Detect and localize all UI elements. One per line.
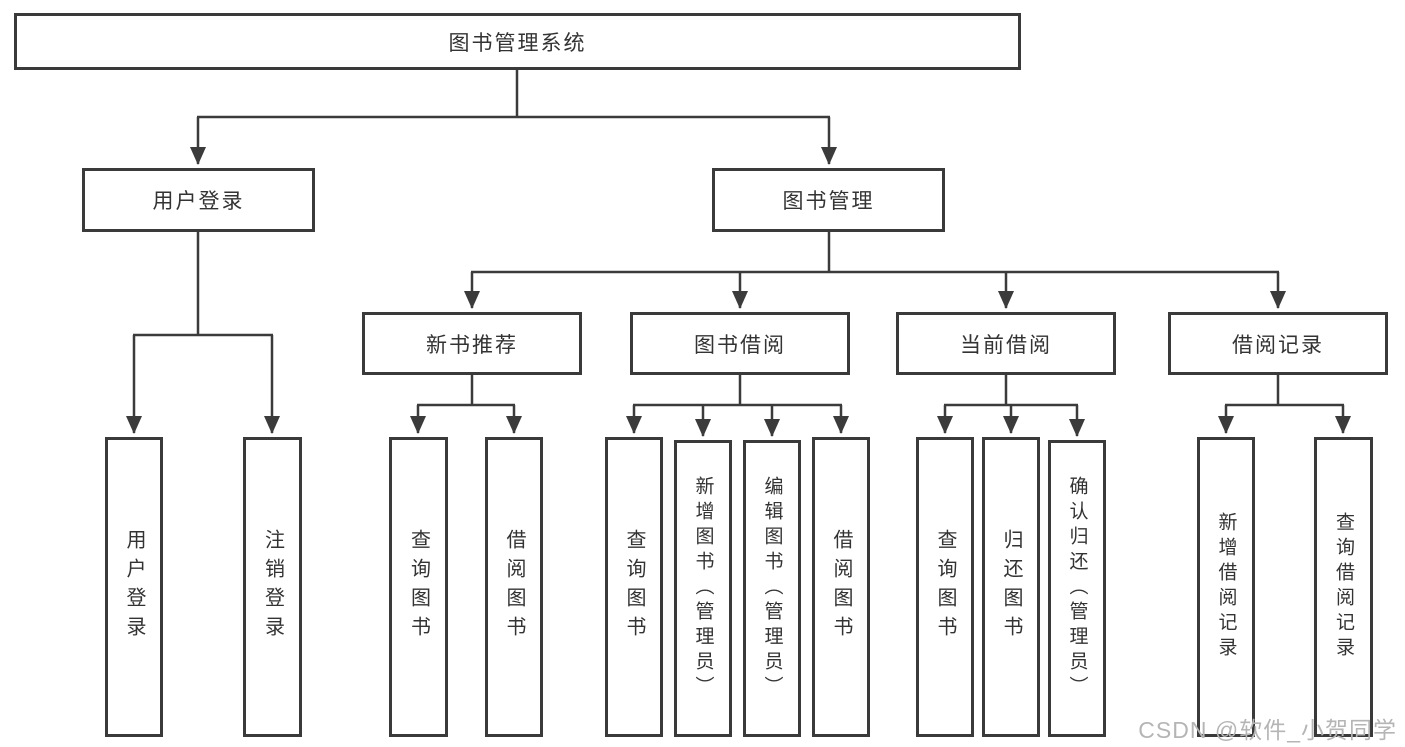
node-label: 用户登录 [123, 529, 145, 645]
node-book-management: 图书管理 [712, 168, 945, 232]
leaf-add-book-admin: 新增图书（管理员） [674, 440, 732, 737]
node-label: 查询借阅记录 [1333, 512, 1354, 662]
leaf-confirm-return-admin: 确认归还（管理员） [1048, 440, 1106, 737]
node-label: 确认归还（管理员） [1066, 476, 1088, 701]
node-label: 当前借阅 [960, 333, 1052, 357]
node-root-system: 图书管理系统 [14, 13, 1021, 70]
node-label: 图书借阅 [694, 333, 786, 357]
leaf-user-login: 用户登录 [105, 437, 163, 737]
node-label: 借阅记录 [1232, 333, 1324, 357]
node-borrow-records: 借阅记录 [1168, 312, 1388, 375]
node-current-borrow: 当前借阅 [896, 312, 1116, 375]
node-label: 编辑图书（管理员） [761, 476, 783, 701]
leaf-query-books-borrow: 查询图书 [605, 437, 663, 737]
leaf-add-borrow-record: 新增借阅记录 [1197, 437, 1255, 737]
node-label: 新增借阅记录 [1215, 512, 1237, 662]
leaf-borrow-books-recommend: 借阅图书 [485, 437, 543, 737]
node-new-book-recommend: 新书推荐 [362, 312, 582, 375]
leaf-query-books-current: 查询图书 [916, 437, 974, 737]
node-book-borrow: 图书借阅 [630, 312, 850, 375]
leaf-borrow-books: 借阅图书 [812, 437, 870, 737]
csdn-watermark: CSDN @软件_小贺同学 [1138, 717, 1397, 743]
leaf-query-books-recommend: 查询图书 [389, 437, 448, 737]
node-label: 归还图书 [1000, 529, 1022, 645]
node-label: 查询图书 [934, 529, 956, 645]
node-label: 借阅图书 [830, 529, 852, 645]
node-label: 用户登录 [152, 190, 245, 213]
node-label: 查询图书 [623, 529, 645, 645]
node-label: 新增图书（管理员） [692, 476, 714, 701]
node-label: 新书推荐 [426, 333, 518, 357]
node-label: 注销登录 [261, 529, 284, 645]
leaf-edit-book-admin: 编辑图书（管理员） [743, 440, 801, 737]
leaf-return-book: 归还图书 [982, 437, 1040, 737]
leaf-query-borrow-record: 查询借阅记录 [1314, 437, 1373, 737]
node-user-login: 用户登录 [82, 168, 315, 232]
node-label: 借阅图书 [503, 529, 525, 645]
node-label: 查询图书 [407, 529, 430, 645]
node-label: 图书管理 [782, 190, 875, 213]
leaf-logout: 注销登录 [243, 437, 302, 737]
node-label: 图书管理系统 [448, 31, 587, 55]
